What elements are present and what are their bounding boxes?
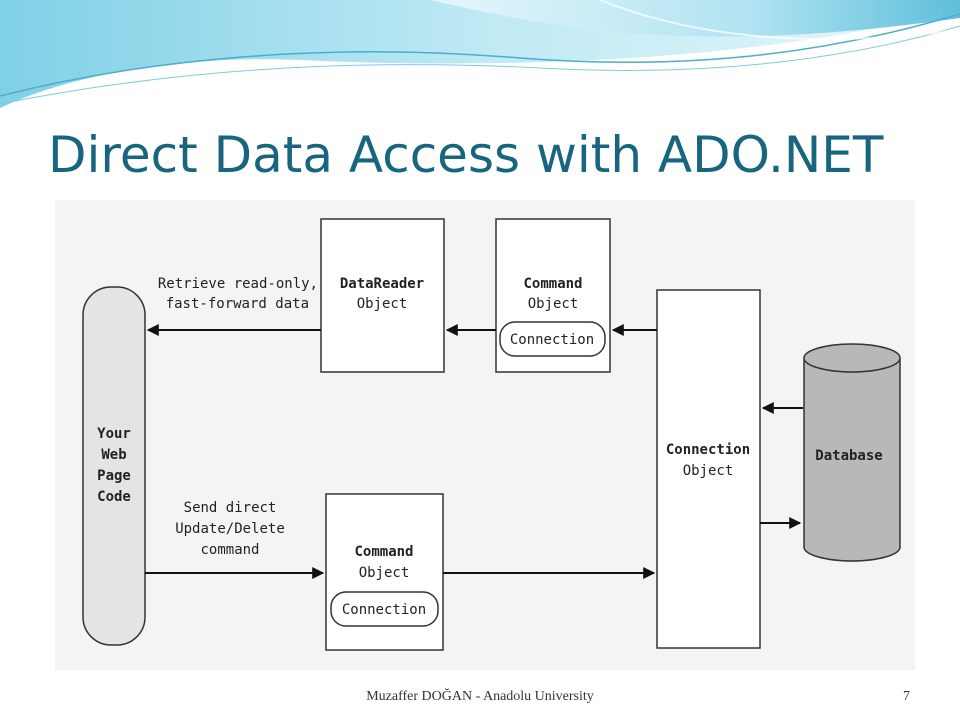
send-label-line-3: command xyxy=(200,542,259,558)
diagram-panel xyxy=(55,200,915,670)
database-cylinder: Database xyxy=(803,343,901,562)
page-number: 7 xyxy=(903,689,910,704)
datareader-kind: Object xyxy=(357,296,408,312)
slide-title: Direct Data Access with ADO.NET xyxy=(48,126,884,184)
connection-object-box: Connection Object xyxy=(656,289,761,649)
command-top-kind: Object xyxy=(528,296,579,312)
command-top-connection-pill xyxy=(499,321,606,357)
command-object-top-box: Command Object Connection xyxy=(495,218,611,373)
datareader-name: DataReader xyxy=(340,276,424,292)
connection-name: Connection xyxy=(666,442,750,458)
command-bottom-connection-label: Connection xyxy=(342,602,426,618)
web-page-line-2: Web xyxy=(101,447,126,463)
send-label: Send direct Update/Delete command xyxy=(175,500,285,558)
retrieve-label-line-2: fast-forward data xyxy=(166,296,309,312)
command-top-connection-label: Connection xyxy=(510,332,594,348)
web-page-line-4: Code xyxy=(97,489,131,505)
retrieve-label-line-1: Retrieve read-only, xyxy=(158,276,318,292)
command-bottom-name: Command xyxy=(354,544,413,560)
web-page-code-box: Your Web Page Code xyxy=(82,286,146,646)
command-bottom-kind: Object xyxy=(359,565,410,581)
header-banner xyxy=(0,0,960,108)
database-label: Database xyxy=(815,448,882,464)
send-label-line-2: Update/Delete xyxy=(175,521,285,537)
web-page-line-3: Page xyxy=(97,468,131,484)
command-top-name: Command xyxy=(523,276,582,292)
command-bottom-connection-pill xyxy=(330,591,439,627)
connection-kind: Object xyxy=(683,463,734,479)
send-label-line-1: Send direct xyxy=(184,500,277,516)
datareader-object-box: DataReader Object xyxy=(320,218,445,373)
command-object-bottom-box: Command Object Connection xyxy=(325,493,444,651)
retrieve-label: Retrieve read-only, fast-forward data xyxy=(158,276,318,312)
footer-author: Muzaffer DOĞAN - Anadolu University xyxy=(366,689,594,704)
web-page-line-1: Your xyxy=(97,426,131,442)
